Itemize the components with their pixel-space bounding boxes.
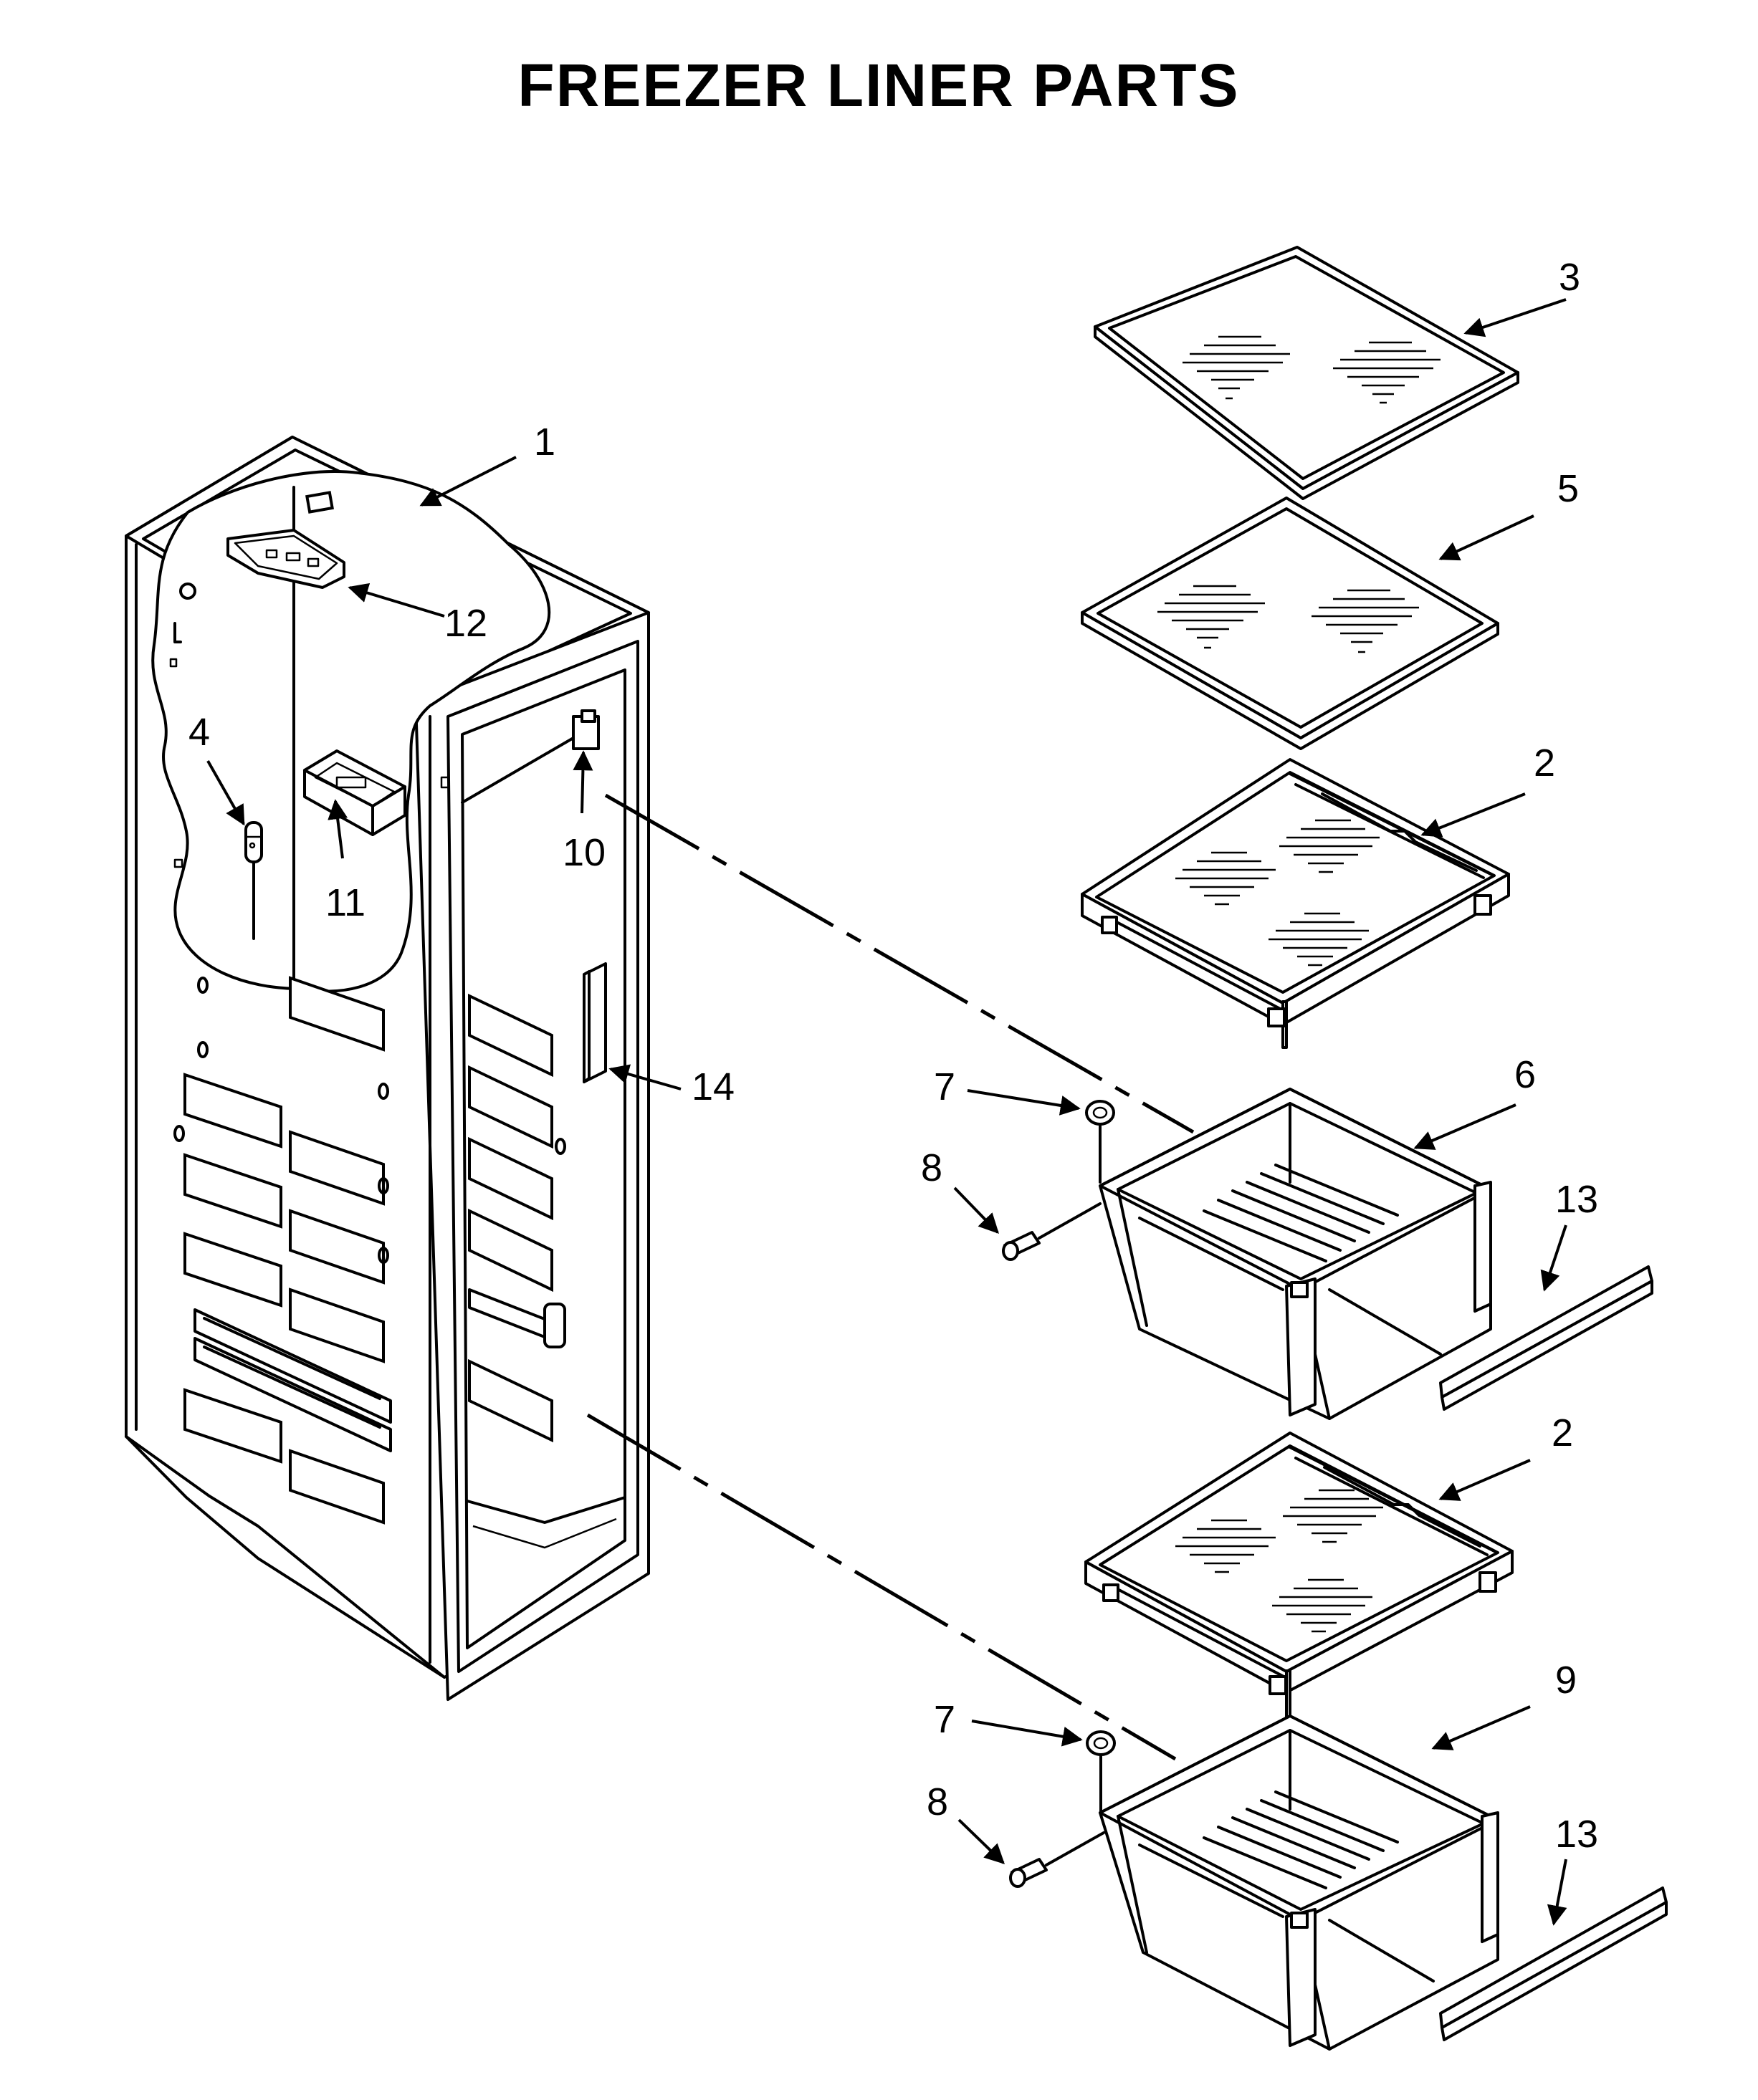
screw-part-8-lower <box>1009 1831 1105 1888</box>
callout-8-upper: 8 <box>921 1146 942 1189</box>
drawer-rail-part-13-lower <box>1328 1886 1668 2041</box>
liner-rear-slots <box>173 976 392 1525</box>
liner-side-slots <box>440 776 566 1443</box>
callout-6: 6 <box>1514 1053 1536 1096</box>
callout-1: 1 <box>534 421 555 464</box>
alignment-line-upper <box>604 793 1195 1134</box>
drawer-part-9 <box>1099 1715 1499 2051</box>
callout-9: 9 <box>1555 1659 1577 1702</box>
page-title: FREEZER LINER PARTS <box>517 52 1239 119</box>
callout-10: 10 <box>563 831 606 874</box>
cover-part-14 <box>583 962 607 1083</box>
callout-8-lower: 8 <box>927 1780 948 1823</box>
callout-2-lower: 2 <box>1552 1411 1573 1454</box>
thermistor-part-4 <box>244 821 263 940</box>
callout-14: 14 <box>692 1065 735 1108</box>
callout-7-lower: 7 <box>934 1698 955 1741</box>
cam-part-7-upper <box>1085 1100 1115 1184</box>
light-housing-part-11 <box>303 749 406 836</box>
freezer-liner <box>125 436 650 1701</box>
callout-7-upper: 7 <box>934 1065 955 1108</box>
alignment-line-lower <box>586 1413 1177 1761</box>
callout-3: 3 <box>1559 256 1580 299</box>
callout-12: 12 <box>444 602 487 645</box>
callout-13-upper: 13 <box>1555 1178 1598 1221</box>
shelf-assembly-part-2-lower <box>1084 1432 1514 1718</box>
callout-13-lower: 13 <box>1555 1813 1598 1856</box>
shelf-assembly-part-2-upper <box>1081 758 1510 1049</box>
cam-part-7-lower <box>1086 1730 1116 1814</box>
callout-11: 11 <box>325 881 366 924</box>
drawer-rail-part-13-upper <box>1328 1265 1653 1411</box>
leader-lines <box>206 298 1567 1926</box>
glass-shelf-part-3 <box>1094 246 1519 500</box>
callout-5: 5 <box>1557 467 1579 510</box>
control-board-part-12 <box>226 529 345 589</box>
switch-part-10 <box>461 709 600 804</box>
screw-part-8-upper <box>1002 1202 1102 1261</box>
callout-4: 4 <box>188 711 210 754</box>
drawer-part-6 <box>1099 1088 1492 1420</box>
glass-shelf-part-5 <box>1081 497 1499 750</box>
callout-2-upper: 2 <box>1534 742 1555 785</box>
